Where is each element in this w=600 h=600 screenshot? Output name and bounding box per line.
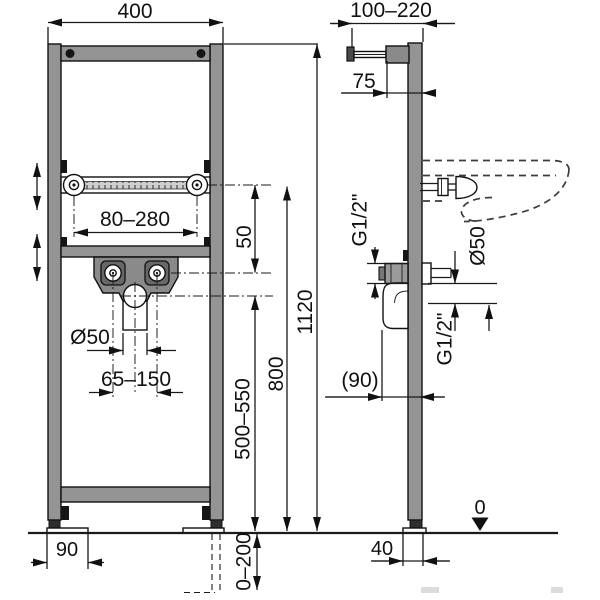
side-column <box>407 42 423 521</box>
dim-base-plate-depth-label: 90 <box>56 539 78 561</box>
foot-knob-right <box>202 506 210 520</box>
dim-drain-wall-offset-label: (90) <box>341 369 378 392</box>
bolt-cover-cap <box>455 175 478 200</box>
dim-drain-diameter-side: Ø50 <box>428 226 497 331</box>
dim-drain-height-label: 500–550 <box>232 378 255 460</box>
dim-supply-thread-front-label: G1/2" <box>349 194 372 247</box>
foot-knob-left <box>61 506 69 520</box>
drain-elbow-side <box>382 282 409 330</box>
dim-foot-plate-width: 40 <box>371 534 450 566</box>
watermark <box>421 587 563 593</box>
rail-hatch-strip <box>66 181 205 190</box>
dim-rail-to-supply-label: 50 <box>233 225 256 248</box>
dim-tap-mount-offset-label: 75 <box>352 70 375 93</box>
floor-level-label: 0 <box>474 497 485 519</box>
dim-tap-mount-depth-label: 100–220 <box>350 0 432 22</box>
foot-left <box>48 519 61 529</box>
top-screw-left <box>65 49 75 58</box>
front-right-column <box>209 43 224 521</box>
dim-rail-span: 80–280 <box>74 208 197 237</box>
supply-fitting-side <box>378 262 452 285</box>
dim-base-plate-depth: 90 <box>31 534 104 569</box>
dim-frame-width-label: 400 <box>117 0 152 23</box>
rail-tab-right <box>204 160 210 173</box>
dim-drain-height: 500–550 <box>232 296 259 531</box>
basin-fixing-bolt <box>420 175 478 200</box>
dim-foot-extension: 0–200 <box>184 532 261 594</box>
floor-level-marker: 0 <box>471 497 489 531</box>
dim-rail-span-label: 80–280 <box>100 208 170 231</box>
side-view <box>346 42 570 534</box>
fixing-nut <box>437 177 449 197</box>
dim-foot-plate-width-label: 40 <box>371 538 393 560</box>
washbasin-outline <box>423 159 570 223</box>
dim-tap-mount-offset: 75 <box>341 61 436 98</box>
tap-mount <box>346 45 410 64</box>
dim-rail-to-supply: 50 <box>233 185 259 273</box>
dim-supply-spacing: 65–150 <box>89 368 183 397</box>
dim-drain-diameter-front: Ø50 <box>70 326 176 355</box>
front-left-column <box>47 43 62 521</box>
rail-tab-left <box>61 160 67 173</box>
tap-flange <box>346 46 355 62</box>
top-screw-right <box>196 49 206 58</box>
supply-hex-nut <box>384 262 409 285</box>
dim-supply-thread-rear-label: G1/2" <box>434 313 457 366</box>
front-bottom-crossbar <box>60 486 211 503</box>
dim-drain-diameter-side-label: Ø50 <box>467 226 490 266</box>
dim-drain-diameter-front-label: Ø50 <box>70 326 110 349</box>
dim-rail-height-label: 800 <box>265 356 288 391</box>
dim-frame-height-label: 1120 <box>294 289 317 334</box>
centerlines <box>73 184 273 398</box>
dim-supply-thread-front: G1/2" <box>349 194 409 299</box>
dim-supply-spacing-label: 65–150 <box>101 368 171 391</box>
dim-rail-height: 800 <box>265 186 291 531</box>
rail-bolt-right <box>185 173 209 197</box>
side-bracket-tab <box>403 250 408 261</box>
front-view <box>46 43 225 534</box>
dim-supply-thread-rear: G1/2" <box>434 305 493 366</box>
bar-tab-right <box>204 237 210 250</box>
side-foot <box>409 519 423 529</box>
dim-drain-wall-offset: (90) <box>325 330 445 401</box>
dim-frame-width: 400 <box>47 0 224 44</box>
front-lower-crossbar <box>60 245 211 258</box>
front-top-crossbar <box>60 45 211 62</box>
rail-bolt-left <box>62 173 86 197</box>
rear-supply-stub <box>421 262 432 285</box>
water-fitting-left <box>100 260 126 286</box>
dim-foot-extension-label: 0–200 <box>233 532 256 590</box>
floor-level-triangle <box>471 517 489 531</box>
foot-right <box>210 519 223 529</box>
dim-tap-mount-depth: 100–220 <box>330 0 455 48</box>
tap-body <box>385 45 410 64</box>
bar-tab-left <box>61 237 67 250</box>
dim-frame-height: 1120 <box>224 43 321 531</box>
